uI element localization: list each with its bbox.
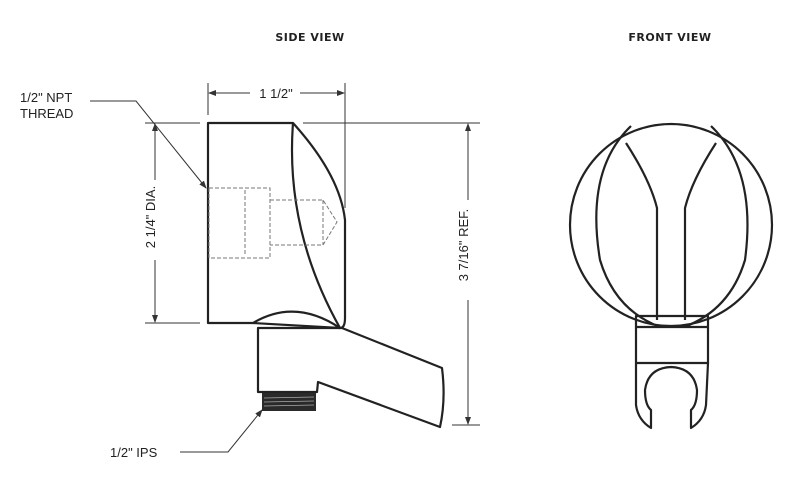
height-dimension: 3 7/16" REF. [456, 209, 471, 282]
npt-callout-line1: 1/2" NPT [20, 90, 72, 105]
side-view: 1 1/2" 2 1/4" DIA. 3 7/16" REF. 1/2" NPT… [20, 83, 480, 460]
ips-leader [180, 409, 263, 453]
hose-clip [634, 362, 710, 430]
head-sphere [568, 122, 774, 328]
holder-arm [256, 326, 445, 429]
ips-thread [262, 393, 316, 411]
front-view-title: FRONT VIEW [628, 31, 711, 44]
swivel-cap [251, 310, 342, 330]
front-view [568, 122, 774, 430]
ips-callout: 1/2" IPS [110, 445, 158, 460]
swivel-band [634, 314, 710, 365]
npt-callout-line2: THREAD [20, 106, 73, 121]
width-dimension: 1 1/2" [259, 86, 293, 101]
side-view-title: SIDE VIEW [275, 31, 344, 44]
npt-leader [90, 100, 207, 189]
mount-body [206, 121, 347, 330]
diameter-dimension: 2 1/4" DIA. [143, 186, 158, 248]
